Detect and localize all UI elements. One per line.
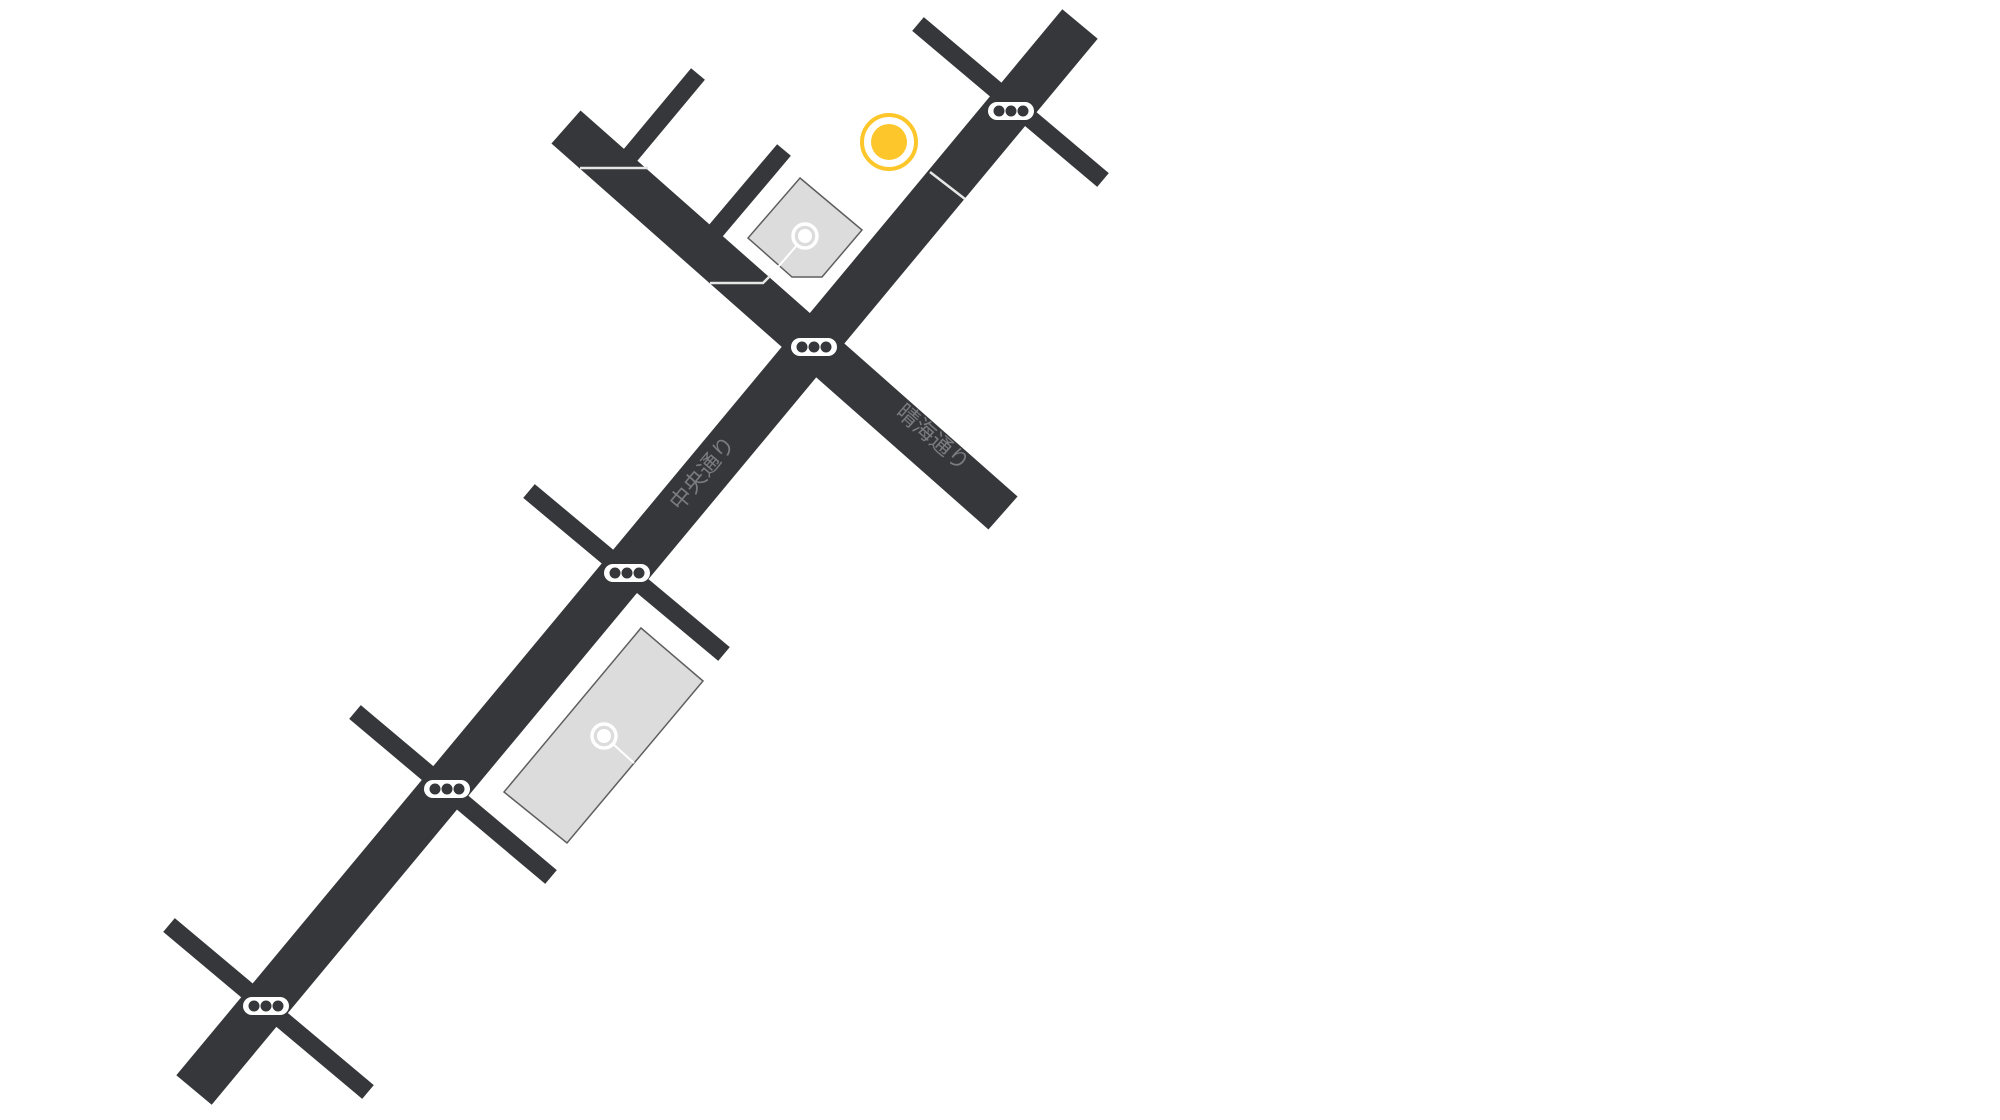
side-street[interactable]: [706, 144, 791, 240]
side-street[interactable]: [621, 68, 705, 164]
map-pin-icon[interactable]: [590, 722, 618, 750]
traffic-light-icon[interactable]: [988, 102, 1034, 120]
traffic-light-icon[interactable]: [604, 564, 650, 582]
traffic-signals: [243, 102, 1034, 1015]
map-pin-icon[interactable]: [791, 222, 819, 250]
traffic-light-icon[interactable]: [791, 338, 837, 356]
traffic-light-icon[interactable]: [424, 780, 470, 798]
chuo-dori-road[interactable]: [176, 9, 1098, 1105]
road-dividers: [580, 166, 966, 285]
building-a[interactable]: [746, 176, 864, 278]
harumi-dori-road[interactable]: [551, 110, 1018, 530]
road-divider: [710, 275, 771, 285]
road-divider: [929, 171, 966, 200]
building-b[interactable]: [502, 626, 705, 845]
traffic-light-icon[interactable]: [243, 997, 289, 1015]
current-location-icon[interactable]: [860, 113, 918, 171]
